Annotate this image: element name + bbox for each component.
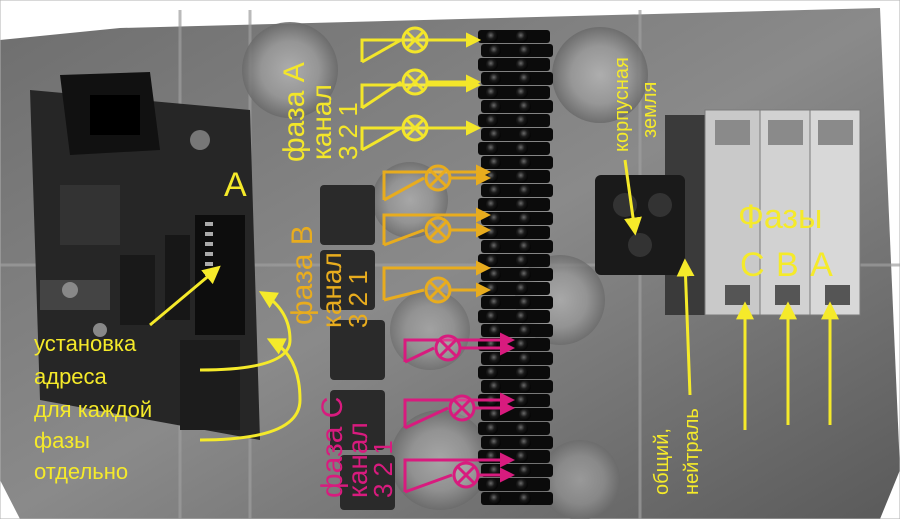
lamp-channel	[403, 392, 515, 430]
terminal-screw	[516, 114, 528, 127]
callout-arrows	[149, 159, 839, 442]
terminal-screw	[519, 240, 531, 253]
lamp-channel	[403, 452, 515, 494]
terminal-screw	[486, 478, 498, 491]
phase-b-title: фаза В	[286, 225, 319, 325]
lamp-channel	[403, 332, 515, 364]
terminal-screw	[519, 380, 531, 393]
terminal-screw	[519, 324, 531, 337]
terminal-screw	[489, 212, 501, 225]
terminal-screw	[516, 366, 528, 379]
terminal-screw	[489, 380, 501, 393]
terminal-screw	[516, 450, 528, 463]
terminal-screw	[519, 268, 531, 281]
terminal-screw	[519, 212, 531, 225]
terminal-block	[478, 30, 553, 505]
lamp-channel	[382, 207, 491, 247]
terminal-screw	[489, 128, 501, 141]
terminal-screw	[486, 142, 498, 155]
terminal-screw	[516, 310, 528, 323]
relay-modules	[320, 185, 395, 510]
terminal-screw	[519, 352, 531, 365]
terminal-screw	[486, 86, 498, 99]
terminal-screw	[486, 310, 498, 323]
terminal-screw	[486, 58, 498, 71]
terminal-screw	[519, 128, 531, 141]
terminal-screw	[516, 142, 528, 155]
terminal-screw	[516, 30, 528, 43]
terminal-screw	[489, 352, 501, 365]
terminal-screw	[489, 156, 501, 169]
terminal-screw	[489, 184, 501, 197]
channel-wiring	[360, 26, 515, 494]
terminal-screw	[519, 100, 531, 113]
terminal-screw	[516, 170, 528, 183]
phase-c-numbers: 3 2 1	[368, 440, 398, 498]
phase-letters: С В А	[740, 246, 833, 284]
neutral-label-line1: общий,	[651, 428, 673, 495]
terminal-screw	[489, 492, 501, 505]
terminal-screw	[519, 72, 531, 85]
terminal-screw	[516, 394, 528, 407]
ground-neutral-terminals	[595, 175, 685, 275]
terminal-screw	[489, 72, 501, 85]
lamp-channel	[360, 114, 481, 152]
circuit-breakers	[665, 109, 861, 316]
terminal-screw	[516, 58, 528, 71]
terminal-screw	[516, 226, 528, 239]
board-label: A	[224, 166, 247, 204]
phase-b-numbers: 3 2 1	[343, 270, 373, 328]
terminal-screw	[519, 296, 531, 309]
terminal-screw	[486, 30, 498, 43]
terminal-screw	[486, 366, 498, 379]
lamp-channel	[360, 26, 481, 64]
terminal-screw	[516, 422, 528, 435]
terminal-screw	[486, 198, 498, 211]
terminal-screw	[516, 254, 528, 267]
terminal-screw	[519, 492, 531, 505]
address-caption-line1: установка	[34, 331, 137, 356]
controller-board	[30, 72, 260, 440]
terminal-screw	[489, 240, 501, 253]
lamp-channel	[382, 164, 491, 202]
terminal-screw	[486, 114, 498, 127]
terminal-screw	[489, 324, 501, 337]
lamp-channel	[360, 68, 481, 110]
lamp-channel	[382, 260, 491, 304]
terminal-screw	[489, 408, 501, 421]
terminal-screw	[486, 422, 498, 435]
terminal-screw	[489, 100, 501, 113]
ground-label-line2: земля	[639, 81, 661, 138]
phase-a-numbers: 3 2 1	[333, 102, 363, 160]
terminal-screw	[489, 296, 501, 309]
address-caption-line5: отдельно	[34, 459, 129, 484]
terminal-screw	[519, 436, 531, 449]
address-caption-line3: для каждой	[34, 397, 153, 422]
terminal-screw	[489, 436, 501, 449]
terminal-screw	[486, 254, 498, 267]
terminal-screw	[489, 44, 501, 57]
neutral-label-line2: нейтраль	[681, 408, 703, 495]
terminal-screw	[489, 268, 501, 281]
terminal-screw	[486, 226, 498, 239]
terminal-screw	[516, 338, 528, 351]
ground-label-line1: корпусная	[611, 57, 633, 152]
terminal-screw	[516, 282, 528, 295]
terminal-screw	[519, 156, 531, 169]
address-caption-line2: адреса	[34, 364, 107, 389]
terminal-screw	[516, 86, 528, 99]
address-caption-line4: фазы	[34, 428, 90, 453]
terminal-screw	[519, 184, 531, 197]
terminal-screw	[519, 464, 531, 477]
terminal-screw	[516, 478, 528, 491]
terminal-screw	[516, 198, 528, 211]
terminal-screw	[519, 408, 531, 421]
phase-a-channel: канал	[306, 84, 337, 160]
phases-title: Фазы	[738, 198, 823, 236]
terminal-screw	[519, 44, 531, 57]
phase-b-channel: канал	[316, 252, 347, 328]
